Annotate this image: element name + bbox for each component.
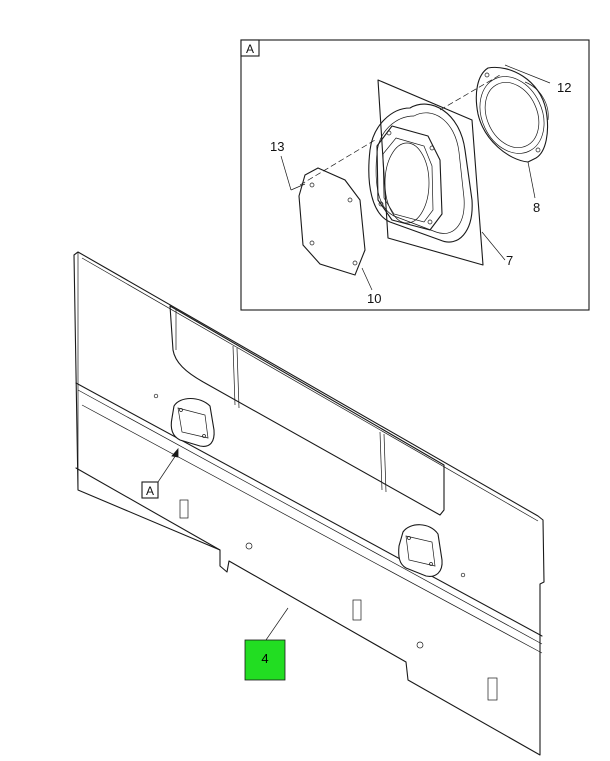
speaker-unit <box>475 66 549 163</box>
detail-a-frame <box>240 39 590 311</box>
callout-7: 7 <box>506 253 513 268</box>
detail-a-inset: A <box>240 39 590 311</box>
detail-a-pointer <box>157 451 179 483</box>
recess-divider-2 <box>379 431 383 491</box>
callout-4-highlight[interactable] <box>244 639 286 681</box>
assembly-line-1 <box>299 139 376 186</box>
panel-ledge-1 <box>75 382 543 637</box>
panel-hole-2 <box>416 641 424 649</box>
mounting-plate <box>377 79 484 266</box>
assembly-line-2 <box>439 74 501 111</box>
leader-7 <box>481 231 506 261</box>
panel-speaker-left <box>170 397 215 447</box>
rear-wall-panel: A <box>73 251 545 756</box>
panel-outline <box>73 251 545 756</box>
leader-12 <box>504 64 551 84</box>
panel-speaker-right <box>398 524 443 577</box>
detail-a-label-box <box>240 39 260 57</box>
leader-10 <box>361 267 373 291</box>
leader-4 <box>265 607 289 641</box>
panel-slot-3 <box>487 677 498 701</box>
panel-slot-2 <box>352 599 362 621</box>
detail-a-ref-box <box>141 481 159 499</box>
callout-8: 8 <box>533 200 540 215</box>
speaker-housing <box>368 103 473 243</box>
callout-12: 12 <box>557 80 571 95</box>
panel-slot-1 <box>179 499 189 519</box>
callout-10: 10 <box>367 291 381 306</box>
leader-13a <box>280 155 292 191</box>
panel-hole-1 <box>245 542 253 550</box>
detail-a-label: A <box>246 42 254 56</box>
detail-a-ref-label: A <box>146 484 154 498</box>
recess-divider-1 <box>232 345 236 406</box>
leader-8 <box>527 161 536 199</box>
callout-4[interactable]: 4 <box>261 651 268 666</box>
leader-13b <box>290 183 306 191</box>
upper-recess <box>169 305 445 516</box>
callout-13: 13 <box>270 139 284 154</box>
speaker-grille <box>298 167 366 276</box>
